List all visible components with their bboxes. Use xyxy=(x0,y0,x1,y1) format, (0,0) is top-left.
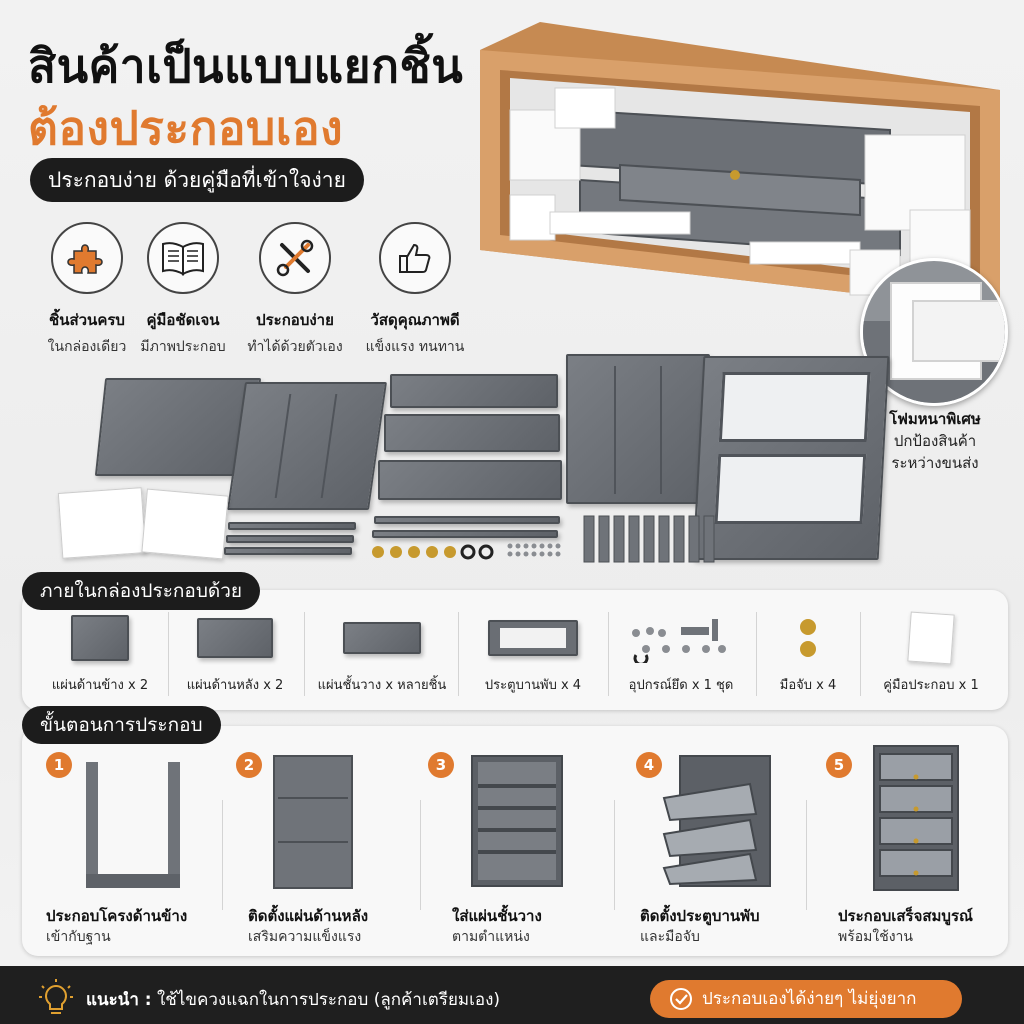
divider xyxy=(304,612,305,696)
step-desc: พร้อมใช้งาน xyxy=(838,929,913,945)
step-number: 5 xyxy=(826,752,852,778)
part-rail xyxy=(226,535,354,543)
check-circle-icon xyxy=(670,988,692,1010)
foam-line: ปกป้องสินค้า xyxy=(893,432,977,450)
part-glass-door xyxy=(692,356,890,560)
contents-item-label: คู่มือประกอบ x 1 xyxy=(883,678,979,693)
steps-heading: ขั้นตอนการประกอบ xyxy=(22,706,221,744)
divider xyxy=(806,800,807,910)
divider xyxy=(756,612,757,696)
step-title: ประกอบโครงด้านข้าง xyxy=(46,907,188,925)
part-manual-page xyxy=(141,488,229,560)
step-title: ใส่แผ่นชั้นวาง xyxy=(452,907,542,925)
tip-label: แนะนำ : xyxy=(86,990,152,1010)
contents-item: แผ่นด้านข้าง x 2 xyxy=(40,612,160,704)
subtitle-badge: ประกอบง่าย ด้วยคู่มือที่เข้าใจง่าย xyxy=(30,158,364,202)
foam-title: โฟมหนาพิเศษ xyxy=(889,410,981,428)
contents-item-label: ประตูบานพับ x 4 xyxy=(484,678,582,693)
feature-title: ประกอบง่าย xyxy=(256,311,334,329)
contents-item-label: มือจับ x 4 xyxy=(779,678,837,693)
divider xyxy=(222,800,223,910)
step-number: 4 xyxy=(636,752,662,778)
feature-desc: แข็งแรง ทนทาน xyxy=(365,339,465,355)
step-number: 3 xyxy=(428,752,454,778)
step-title: ประกอบเสร็จสมบูรณ์ xyxy=(838,907,973,925)
tip-text: แนะนำ : ใช้ไขควงแฉกในการประกอบ (ลูกค้าเต… xyxy=(86,986,500,1013)
cta-badge: ประกอบเองได้ง่ายๆ ไม่ยุ่งยาก xyxy=(650,980,962,1018)
part-manual-page xyxy=(57,487,147,559)
part-shelf xyxy=(390,374,558,408)
contents-item-label: แผ่นด้านข้าง x 2 xyxy=(51,678,149,693)
divider xyxy=(860,612,861,696)
tools-icon xyxy=(259,222,331,294)
step-title: ติดตั้งประตูบานพับ xyxy=(640,907,760,925)
step-number: 1 xyxy=(46,752,72,778)
tip-body: ใช้ไขควงแฉกในการประกอบ (ลูกค้าเตรียมเอง) xyxy=(157,990,501,1010)
contents-item: คู่มือประกอบ x 1 xyxy=(866,611,996,704)
page-title: สินค้าเป็นแบบแยกชิ้น xyxy=(28,39,464,93)
feature-title: คู่มือชัดเจน xyxy=(146,311,220,329)
book-icon xyxy=(147,222,219,294)
feature-manual: คู่มือชัดเจน มีภาพประกอบ xyxy=(124,222,242,358)
part-back-panel-large xyxy=(566,354,710,504)
part-rail xyxy=(372,530,558,538)
step-desc: และมือจับ xyxy=(640,929,700,945)
foam-caption: โฟมหนาพิเศษ ปกป้องสินค้า ระหว่างขนส่ง xyxy=(860,408,1010,474)
step-number: 2 xyxy=(236,752,262,778)
feature-title: ชิ้นส่วนครบ xyxy=(49,311,125,329)
feature-title: วัสดุคุณภาพดี xyxy=(370,311,460,329)
contents-item: แผ่นด้านหลัง x 2 xyxy=(176,612,294,704)
part-back-panel xyxy=(227,382,387,510)
step-desc: เสริมความแข็งแรง xyxy=(248,929,362,945)
part-knobs-and-rings xyxy=(370,544,500,560)
step-title: ติดตั้งแผ่นด้านหลัง xyxy=(248,907,369,925)
part-screws xyxy=(506,542,568,562)
packaging-box-illustration xyxy=(470,20,1010,320)
contents-item-label: อุปกรณ์ยึด x 1 ชุด xyxy=(628,678,734,693)
feature-desc: ในกล่องเดียว xyxy=(47,339,127,355)
feature-complete-parts: ชิ้นส่วนครบ ในกล่องเดียว xyxy=(28,222,146,358)
thumbs-up-icon xyxy=(379,222,451,294)
part-shelf xyxy=(384,414,560,452)
contents-item: แผ่นชั้นวาง x หลายชิ้น xyxy=(312,612,452,704)
feature-desc: ทำได้ด้วยตัวเอง xyxy=(247,339,343,355)
divider xyxy=(168,612,169,696)
contents-item-label: แผ่นชั้นวาง x หลายชิ้น xyxy=(317,678,447,693)
part-rail xyxy=(224,547,352,555)
feature-easy-assembly: ประกอบง่าย ทำได้ด้วยตัวเอง xyxy=(236,222,354,358)
page-title-accent: ต้องประกอบเอง xyxy=(28,101,344,155)
contents-item-label: แผ่นด้านหลัง x 2 xyxy=(186,678,284,693)
divider xyxy=(458,612,459,696)
feature-desc: มีภาพประกอบ xyxy=(140,339,226,355)
part-rail xyxy=(228,522,356,530)
foam-line: ระหว่างขนส่ง xyxy=(891,454,979,472)
divider xyxy=(608,612,609,696)
contents-heading: ภายในกล่องประกอบด้วย xyxy=(22,572,261,610)
cta-text: ประกอบเองได้ง่ายๆ ไม่ยุ่งยาก xyxy=(702,989,917,1009)
feature-quality: วัสดุคุณภาพดี แข็งแรง ทนทาน xyxy=(356,222,474,358)
divider xyxy=(420,800,421,910)
part-rail xyxy=(374,516,560,524)
step-desc: เข้ากับฐาน xyxy=(46,929,111,945)
lightbulb-icon xyxy=(38,978,74,1022)
part-slats xyxy=(582,514,718,564)
divider xyxy=(614,800,615,910)
step-desc: ตามตำแหน่ง xyxy=(452,929,530,945)
contents-item: ประตูบานพับ x 4 xyxy=(468,612,598,704)
puzzle-icon xyxy=(51,222,123,294)
contents-item: อุปกรณ์ยึด x 1 ชุด xyxy=(614,612,748,704)
part-shelf xyxy=(378,460,562,500)
contents-item: มือจับ x 4 xyxy=(762,612,854,704)
